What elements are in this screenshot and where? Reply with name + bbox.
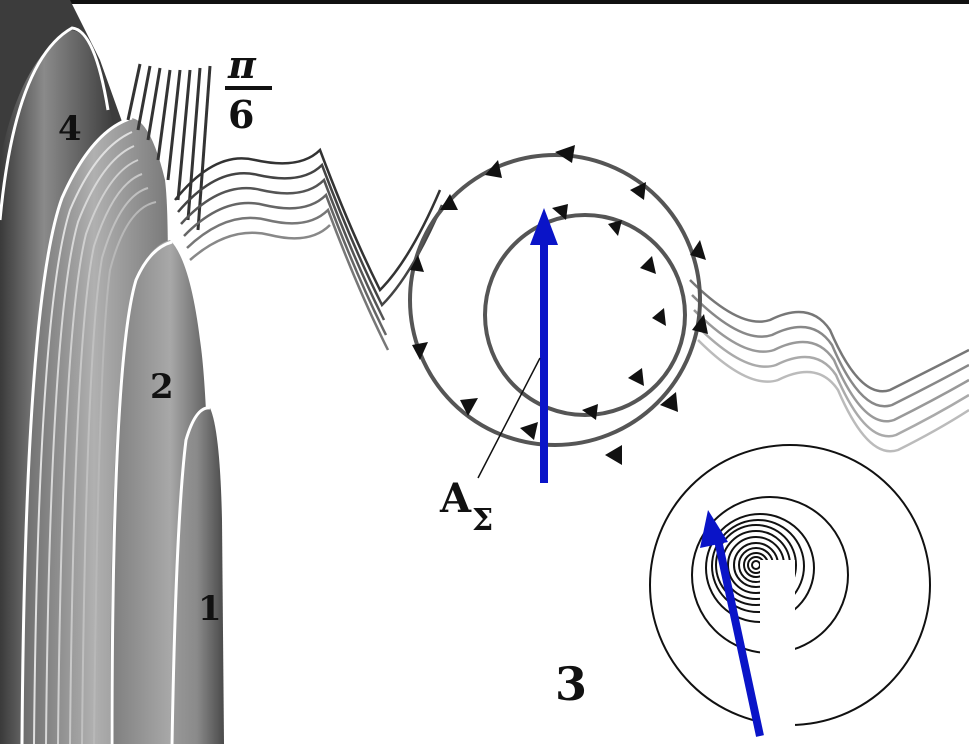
angle-label: π 6 — [225, 42, 272, 137]
label-region-3: 3 — [555, 657, 587, 711]
wave-band — [175, 150, 969, 451]
vector-leader-line — [478, 358, 540, 478]
layered-cones — [0, 0, 224, 744]
angle-denominator: 6 — [228, 92, 254, 137]
vector-label: A Σ — [439, 475, 493, 538]
vector-label-base: A — [439, 475, 472, 522]
label-region-1: 1 — [198, 589, 222, 629]
inner-loop — [485, 215, 685, 415]
label-region-2: 2 — [150, 367, 174, 407]
vector-label-subscript: Σ — [472, 503, 493, 538]
top-border — [0, 0, 969, 4]
spiral-gap — [760, 560, 795, 740]
circulation-loops — [410, 155, 700, 445]
angle-numerator: π — [227, 42, 257, 87]
label-region-4: 4 — [58, 109, 82, 149]
outer-loop — [410, 155, 700, 445]
